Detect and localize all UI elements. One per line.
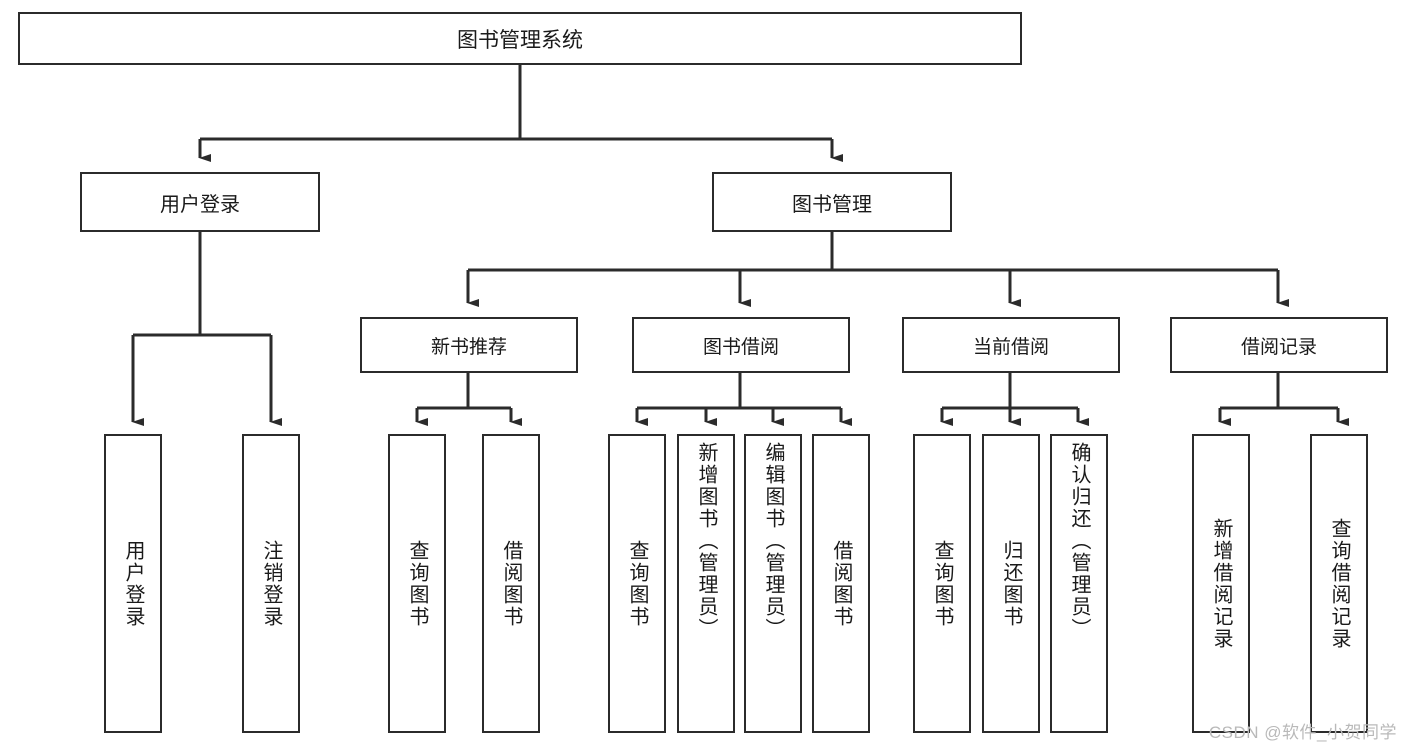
leaf-label: 借阅图书	[500, 539, 522, 628]
leaf-label: 查询图书	[626, 539, 648, 628]
leaf-label: 确认归还（管理员）	[1068, 442, 1090, 640]
node-label: 当前借阅	[972, 336, 1049, 358]
leaf-add-borrow-record[interactable]: 新增借阅记录	[1192, 434, 1250, 733]
node-book-borrow[interactable]: 图书借阅	[632, 317, 850, 373]
leaf-label: 查询借阅记录	[1328, 517, 1350, 650]
leaf-label: 新增借阅记录	[1210, 517, 1232, 650]
leaf-label: 查询图书	[931, 539, 953, 628]
leaf-label: 新增图书（管理员）	[695, 442, 717, 640]
leaf-label: 编辑图书（管理员）	[762, 442, 784, 640]
leaf-confirm-return-admin[interactable]: 确认归还（管理员）	[1050, 434, 1108, 733]
node-book-manage[interactable]: 图书管理	[712, 172, 952, 232]
leaf-label: 借阅图书	[830, 539, 852, 628]
node-user-login[interactable]: 用户登录	[80, 172, 320, 232]
node-book-management-system[interactable]: 图书管理系统	[18, 12, 1022, 65]
leaf-label: 查询图书	[406, 539, 428, 628]
leaf-label: 归还图书	[1000, 539, 1022, 628]
leaf-query-book-current[interactable]: 查询图书	[913, 434, 971, 733]
leaf-borrow-book-recommend[interactable]: 借阅图书	[482, 434, 540, 733]
node-label: 图书管理	[792, 193, 872, 216]
leaf-borrow-book[interactable]: 借阅图书	[812, 434, 870, 733]
leaf-label: 注销登录	[260, 539, 282, 628]
leaf-edit-book-admin[interactable]: 编辑图书（管理员）	[744, 434, 802, 733]
leaf-query-book-borrow[interactable]: 查询图书	[608, 434, 666, 733]
node-label: 新书推荐	[430, 336, 507, 358]
leaf-add-book-admin[interactable]: 新增图书（管理员）	[677, 434, 735, 733]
node-label: 图书借阅	[702, 336, 779, 358]
leaf-logout[interactable]: 注销登录	[242, 434, 300, 733]
node-label: 借阅记录	[1240, 336, 1317, 358]
leaf-query-book-recommend[interactable]: 查询图书	[388, 434, 446, 733]
leaf-user-login[interactable]: 用户登录	[104, 434, 162, 733]
node-label: 用户登录	[160, 193, 240, 216]
leaf-label: 用户登录	[122, 539, 144, 628]
node-label: 图书管理系统	[457, 28, 583, 52]
watermark-text: CSDN @软件_小贺同学	[1208, 723, 1397, 742]
node-current-borrow[interactable]: 当前借阅	[902, 317, 1120, 373]
leaf-query-borrow-record[interactable]: 查询借阅记录	[1310, 434, 1368, 733]
node-new-book-recommend[interactable]: 新书推荐	[360, 317, 578, 373]
leaf-return-book[interactable]: 归还图书	[982, 434, 1040, 733]
node-borrow-record[interactable]: 借阅记录	[1170, 317, 1388, 373]
